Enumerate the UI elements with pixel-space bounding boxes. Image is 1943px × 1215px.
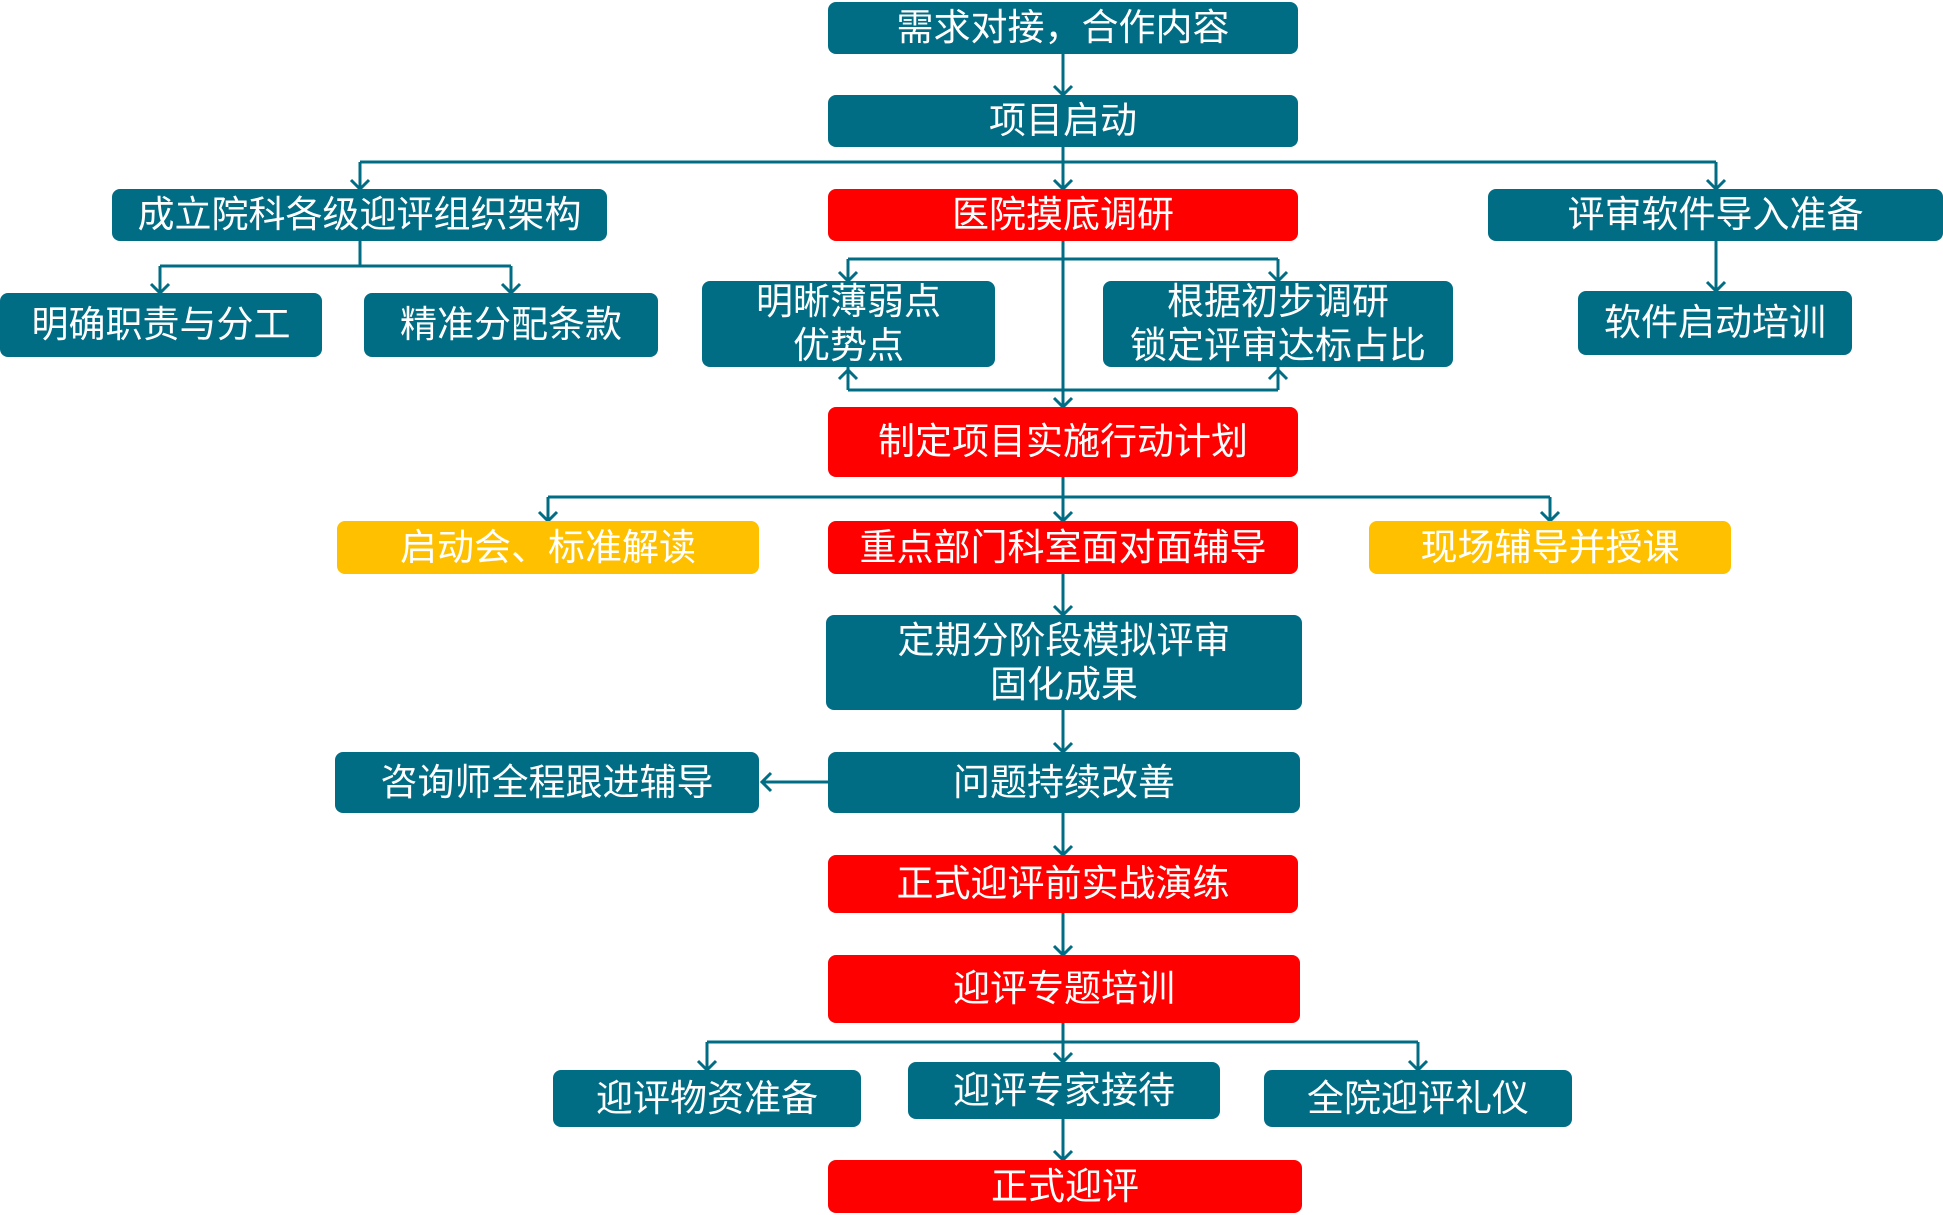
arrowhead [837,367,859,381]
drill-label: 正式迎评前实战演练 [896,862,1230,905]
special-training-label: 迎评专题培训 [953,967,1175,1010]
special-training-node: 迎评专题培训 [828,955,1300,1023]
duties-label: 明确职责与分工 [31,303,291,346]
final-node: 正式迎评 [828,1160,1302,1213]
software-prep-label: 评审软件导入准备 [1567,193,1864,236]
ratio-line-2: 锁定评审达标占比 [1130,324,1426,367]
action-plan-node: 制定项目实施行动计划 [828,407,1298,477]
strengths-line-2: 优势点 [793,324,904,367]
strengths-line-1: 明晰薄弱点 [756,281,941,323]
mock-review-text: 定期分阶段模拟评审 固化成果 [898,619,1231,707]
key-depts-label: 重点部门科室面对面辅导 [859,525,1267,569]
arrowhead [1267,367,1289,381]
mock-review-line-1: 定期分阶段模拟评审 [897,618,1231,662]
etiquette-label: 全院迎评礼仪 [1307,1076,1529,1120]
duties-node: 明确职责与分工 [0,293,322,357]
software-training-node: 软件启动培训 [1578,291,1852,355]
ratio-text: 根据初步调研 锁定评审达标占比 [1130,281,1426,367]
final-label: 正式迎评 [991,1164,1139,1208]
survey-node: 医院摸底调研 [828,189,1298,241]
improvement-label: 问题持续改善 [953,760,1175,804]
drill-node: 正式迎评前实战演练 [828,855,1298,913]
materials-node: 迎评物资准备 [553,1070,861,1127]
key-depts-node: 重点部门科室面对面辅导 [828,521,1298,574]
kickoff-label: 项目启动 [989,99,1137,142]
ratio-node: 根据初步调研 锁定评审达标占比 [1103,281,1453,367]
materials-label: 迎评物资准备 [596,1076,818,1120]
org-label: 成立院科各级迎评组织架构 [137,193,582,236]
action-plan-label: 制定项目实施行动计划 [878,420,1248,463]
improvement-node: 问题持续改善 [828,752,1300,813]
kickoff-node: 项目启动 [828,95,1298,147]
arrowhead [759,771,773,793]
software-prep-node: 评审软件导入准备 [1488,189,1943,241]
mock-review-line-2: 固化成果 [990,662,1138,706]
strengths-node: 明晰薄弱点 优势点 [702,281,995,367]
onsite-node: 现场辅导并授课 [1369,521,1731,574]
standards-label: 启动会、标准解读 [400,525,696,569]
experts-node: 迎评专家接待 [908,1062,1220,1119]
needs-node: 需求对接，合作内容 [828,2,1298,54]
strengths-text: 明晰薄弱点 优势点 [756,281,941,367]
etiquette-node: 全院迎评礼仪 [1264,1070,1572,1127]
consultant-label: 咨询师全程跟进辅导 [380,760,714,804]
standards-node: 启动会、标准解读 [337,521,759,574]
onsite-label: 现场辅导并授课 [1420,525,1680,569]
survey-label: 医院摸底调研 [952,193,1174,236]
ratio-line-1: 根据初步调研 [1167,281,1389,323]
software-training-label: 软件启动培训 [1604,301,1826,344]
consultant-node: 咨询师全程跟进辅导 [335,752,759,813]
experts-label: 迎评专家接待 [953,1068,1175,1112]
org-node: 成立院科各级迎评组织架构 [112,189,607,241]
allocation-node: 精准分配条款 [364,293,658,357]
mock-review-node: 定期分阶段模拟评审 固化成果 [826,615,1302,710]
allocation-label: 精准分配条款 [400,303,622,346]
needs-label: 需求对接，合作内容 [896,6,1230,49]
